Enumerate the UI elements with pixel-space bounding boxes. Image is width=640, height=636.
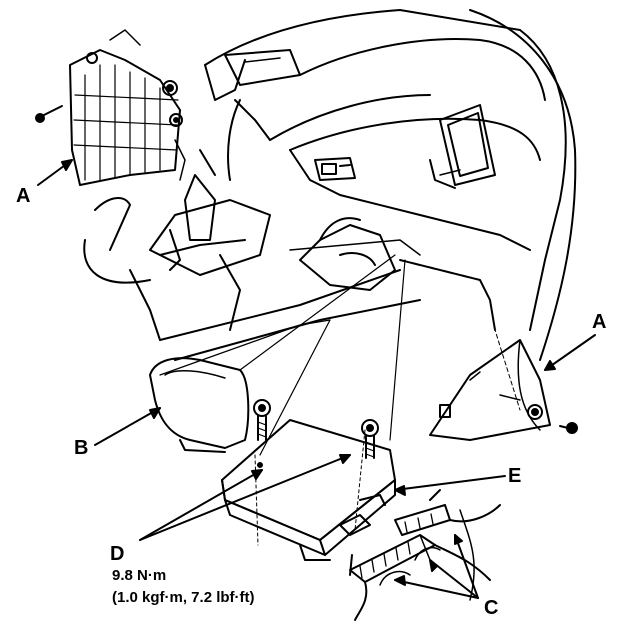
callout-b: B (74, 437, 89, 459)
torque-spec-metric: 9.8 N·m (112, 567, 167, 584)
center-console (83, 149, 421, 361)
guide-line (489, 299, 521, 411)
leader-b (94, 407, 161, 446)
motion-arrow (414, 547, 441, 561)
leader-a-right (544, 334, 596, 371)
guide-line (259, 319, 331, 456)
kick-panel-left (69, 49, 183, 186)
floor-area (289, 217, 496, 331)
motion-arrow (174, 139, 186, 181)
leader-e (394, 475, 506, 496)
leader-a-left (37, 159, 73, 186)
callout-a-right: A (592, 311, 607, 333)
connector-group-c (349, 489, 501, 621)
motion-arrow (109, 29, 141, 46)
callout-d: D (110, 543, 125, 565)
control-unit-e (221, 419, 396, 561)
callout-e: E (508, 465, 522, 487)
kick-panel-right (429, 339, 551, 441)
clip-icon-right (527, 404, 543, 420)
guide-line (389, 259, 406, 441)
guide-line (239, 254, 396, 371)
air-vent-right (429, 104, 496, 189)
bolt-icon-d-left (253, 399, 271, 441)
callout-c: C (484, 597, 499, 619)
instrument-panel (204, 9, 577, 361)
clip-icon-left (162, 80, 178, 96)
bolt-icon-d-right (361, 419, 379, 459)
callout-a-left: A (16, 185, 31, 207)
torque-spec-imperial: (1.0 kgf·m, 7.2 lbf·ft) (112, 589, 255, 606)
leader-d (139, 454, 351, 541)
screw-icon-left (35, 105, 63, 123)
screw-icon-right (559, 422, 578, 434)
knee-cover-b (149, 357, 250, 453)
leader-c (394, 534, 479, 599)
switch-panel (314, 157, 356, 181)
motion-arrow (379, 570, 411, 586)
